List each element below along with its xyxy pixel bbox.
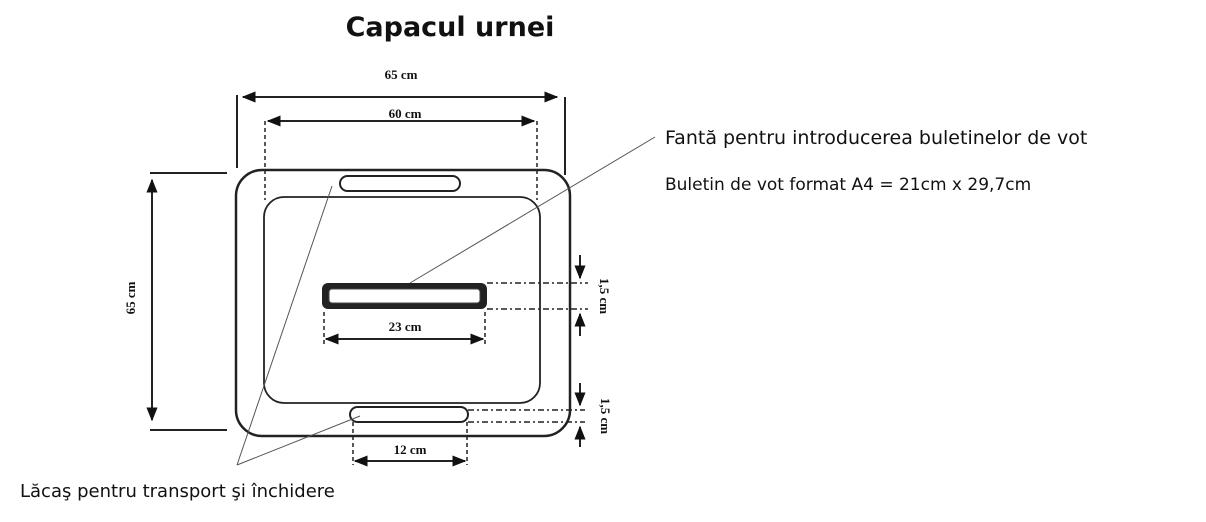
slot-width-label: 1,5 cm [597, 278, 612, 314]
slot-caption: Fantă pentru introducerea buletinelor de… [665, 127, 1087, 149]
handle-leader-line [236, 185, 333, 466]
lid-inner-panel [263, 196, 541, 404]
slot-length-label: 23 cm [389, 319, 422, 334]
height-label: 65 cm [123, 281, 138, 314]
handle-leader-line [236, 415, 361, 466]
slot-leader-line [409, 136, 656, 284]
ballot-slot-opening [328, 288, 481, 304]
diagram-title: Capacul urnei [346, 12, 555, 43]
handle-width-label: 1,5 cm [598, 398, 613, 434]
bottom-handle-slot [349, 406, 469, 423]
lid-outline [234, 168, 572, 438]
inner-width-label: 60 cm [389, 106, 422, 121]
handle-caption: Lăcaş pentru transport şi închidere [20, 481, 335, 502]
top-handle-slot [339, 175, 461, 192]
handle-length-label: 12 cm [394, 442, 427, 457]
outer-width-label: 65 cm [385, 67, 418, 82]
ballot-format-caption: Buletin de vot format A4 = 21cm x 29,7cm [665, 175, 1031, 195]
